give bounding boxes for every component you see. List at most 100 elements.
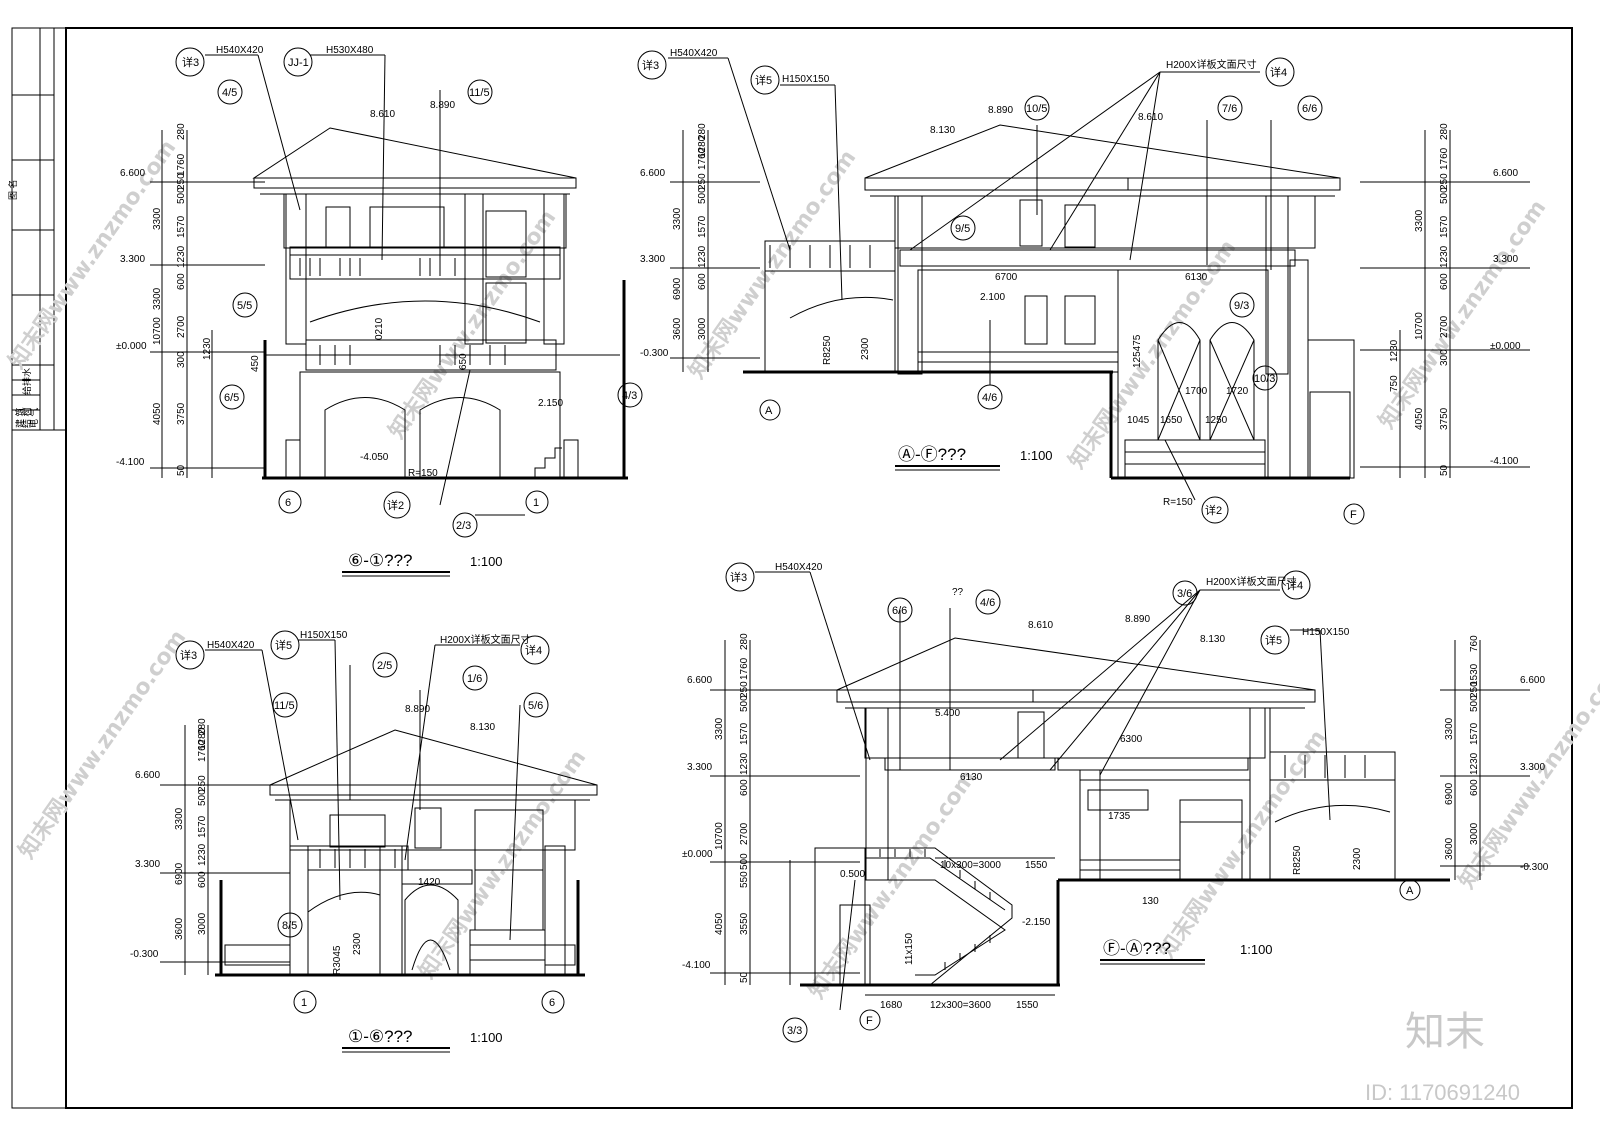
annotation: 5.400 (935, 708, 960, 719)
annotation: 6700 (995, 272, 1018, 283)
level-mark: 6.600 (1493, 168, 1518, 179)
detail-bubble: 4/5 (222, 87, 237, 99)
dimension: 10700 (714, 822, 725, 850)
detail-bubble: 详4 (525, 643, 542, 657)
annotation: H200X详板文面尺寸 (1166, 58, 1257, 71)
elevation-a-f-text: 详3 详5 详4 10/5 7/6 6/6 9/5 9/3 10/3 4/6 详… (640, 48, 1521, 521)
level-mark: 3.300 (120, 254, 145, 265)
detail-bubble: 4/6 (982, 392, 997, 404)
dimension: 500 (739, 695, 750, 712)
dimension: 2700 (176, 315, 187, 338)
dimension: 280 (176, 123, 187, 140)
axis-bubble: 1 (533, 497, 539, 509)
annotation: 2.150 (538, 398, 563, 409)
detail-bubble: 9/5 (955, 223, 970, 235)
detail-bubble: 6/6 (1302, 103, 1317, 115)
dimension: 2700 (739, 822, 750, 845)
elevation-title: Ⓕ-Ⓐ??? (1103, 939, 1171, 958)
detail-bubble: JJ-1 (288, 57, 309, 69)
watermark-text: 知末网www.znzmo.com (384, 205, 562, 443)
level-mark: -4.100 (116, 457, 145, 468)
detail-bubble: 详5 (755, 73, 772, 87)
dimension: 4050 (714, 912, 725, 935)
annotation: H530X480 (326, 45, 374, 56)
level-mark: ±0.000 (682, 849, 713, 860)
dimension: 3000 (197, 912, 208, 935)
annotation: R8250 (1292, 845, 1303, 875)
level-mark: 3.300 (640, 254, 665, 265)
elevation-title: ⑥-①??? (348, 551, 413, 570)
detail-bubble: 11/5 (469, 87, 490, 99)
annotation: 8.890 (405, 704, 430, 715)
title-block-row: 建 筑 (14, 407, 25, 428)
dimension: 1280 (697, 135, 708, 158)
dimension: 1570 (197, 815, 208, 838)
level-mark: 3.300 (1520, 762, 1545, 773)
detail-bubble: 3/3 (787, 1025, 802, 1037)
annotation: 8.130 (930, 125, 955, 136)
elevation-a-f-title: Ⓐ-Ⓕ??? 1:100 (895, 445, 1053, 470)
annotation: H540X420 (207, 640, 255, 651)
detail-bubble: 5/5 (237, 300, 252, 312)
dimension: 1230 (1389, 339, 1400, 362)
dimension: 1230 (197, 843, 208, 866)
dimension: 1230 (739, 752, 750, 775)
dimension: 3600 (672, 317, 683, 340)
title-block-row: 结 构 (21, 407, 32, 428)
annotation: R=150 (1163, 497, 1193, 508)
level-mark: 6.600 (135, 770, 160, 781)
dimension: 1230 (1469, 752, 1480, 775)
dimension: 1760 (1439, 147, 1450, 170)
dimension: 3600 (1444, 837, 1455, 860)
elevation-f-a-text: 详3 6/6 4/6 3/6 详4 详5 3/3 F A H540X420 H2… (682, 562, 1549, 1037)
annotation: H540X420 (216, 45, 264, 56)
dimension: 500 (739, 853, 750, 870)
dimension: 3750 (1439, 407, 1450, 430)
annotation: R8250 (822, 335, 833, 365)
dimension: 250 (739, 681, 750, 698)
elevation-scale: 1:100 (1020, 448, 1053, 463)
dimension: 250 (1469, 681, 1480, 698)
dimension: 500 (697, 187, 708, 204)
dimension: 3300 (1414, 209, 1425, 232)
dimension: 550 (739, 871, 750, 888)
annotation: H150X150 (1302, 627, 1350, 638)
watermark-text: 知末网www.znzmo.com (14, 625, 192, 863)
dimension: 600 (1469, 779, 1480, 796)
annotation: -4.050 (360, 452, 389, 463)
dimension: 1230 (176, 245, 187, 268)
dimension: 6900 (1444, 782, 1455, 805)
detail-bubble: 6/5 (224, 392, 239, 404)
title-block-label: 图 名 (7, 179, 18, 200)
annotation: R3045 (332, 945, 343, 975)
level-mark: 6.600 (640, 168, 665, 179)
detail-bubble: 4/6 (980, 597, 995, 609)
detail-bubble: 详5 (1265, 633, 1282, 647)
level-mark: -0.300 (640, 348, 669, 359)
annotation: 8.890 (430, 100, 455, 111)
detail-bubble: 详3 (642, 58, 659, 72)
axis-bubble: A (765, 405, 773, 417)
annotation: 11x150 (904, 932, 915, 965)
detail-bubble: 10/5 (1026, 103, 1047, 115)
level-mark: 3.300 (687, 762, 712, 773)
watermark-text: 知末网www.znzmo.com (1064, 235, 1242, 473)
dimension: 500 (1469, 695, 1480, 712)
detail-bubble: 详3 (182, 55, 199, 69)
elevation-1-6-title: ①-⑥??? 1:100 (342, 1027, 503, 1052)
dimension: 10700 (152, 317, 163, 345)
elevation-scale: 1:100 (470, 554, 503, 569)
dimension: 4050 (152, 402, 163, 425)
dimension: 1530 (1469, 663, 1480, 686)
elevation-f-a-bubbles (726, 563, 1420, 1042)
dimension: 3600 (174, 917, 185, 940)
annotation: 2300 (1352, 847, 1363, 870)
dimension: 6900 (174, 862, 185, 885)
detail-bubble: 详4 (1286, 578, 1303, 592)
axis-bubble: 6 (285, 497, 291, 509)
elevation-6-1-text: 详3 JJ-1 4/5 11/5 5/5 6/5 4/3 详2 2/3 6 1 … (116, 45, 637, 532)
dimension: 1280 (197, 727, 208, 750)
level-mark: 6.600 (120, 168, 145, 179)
detail-bubble: 2/5 (377, 660, 392, 672)
